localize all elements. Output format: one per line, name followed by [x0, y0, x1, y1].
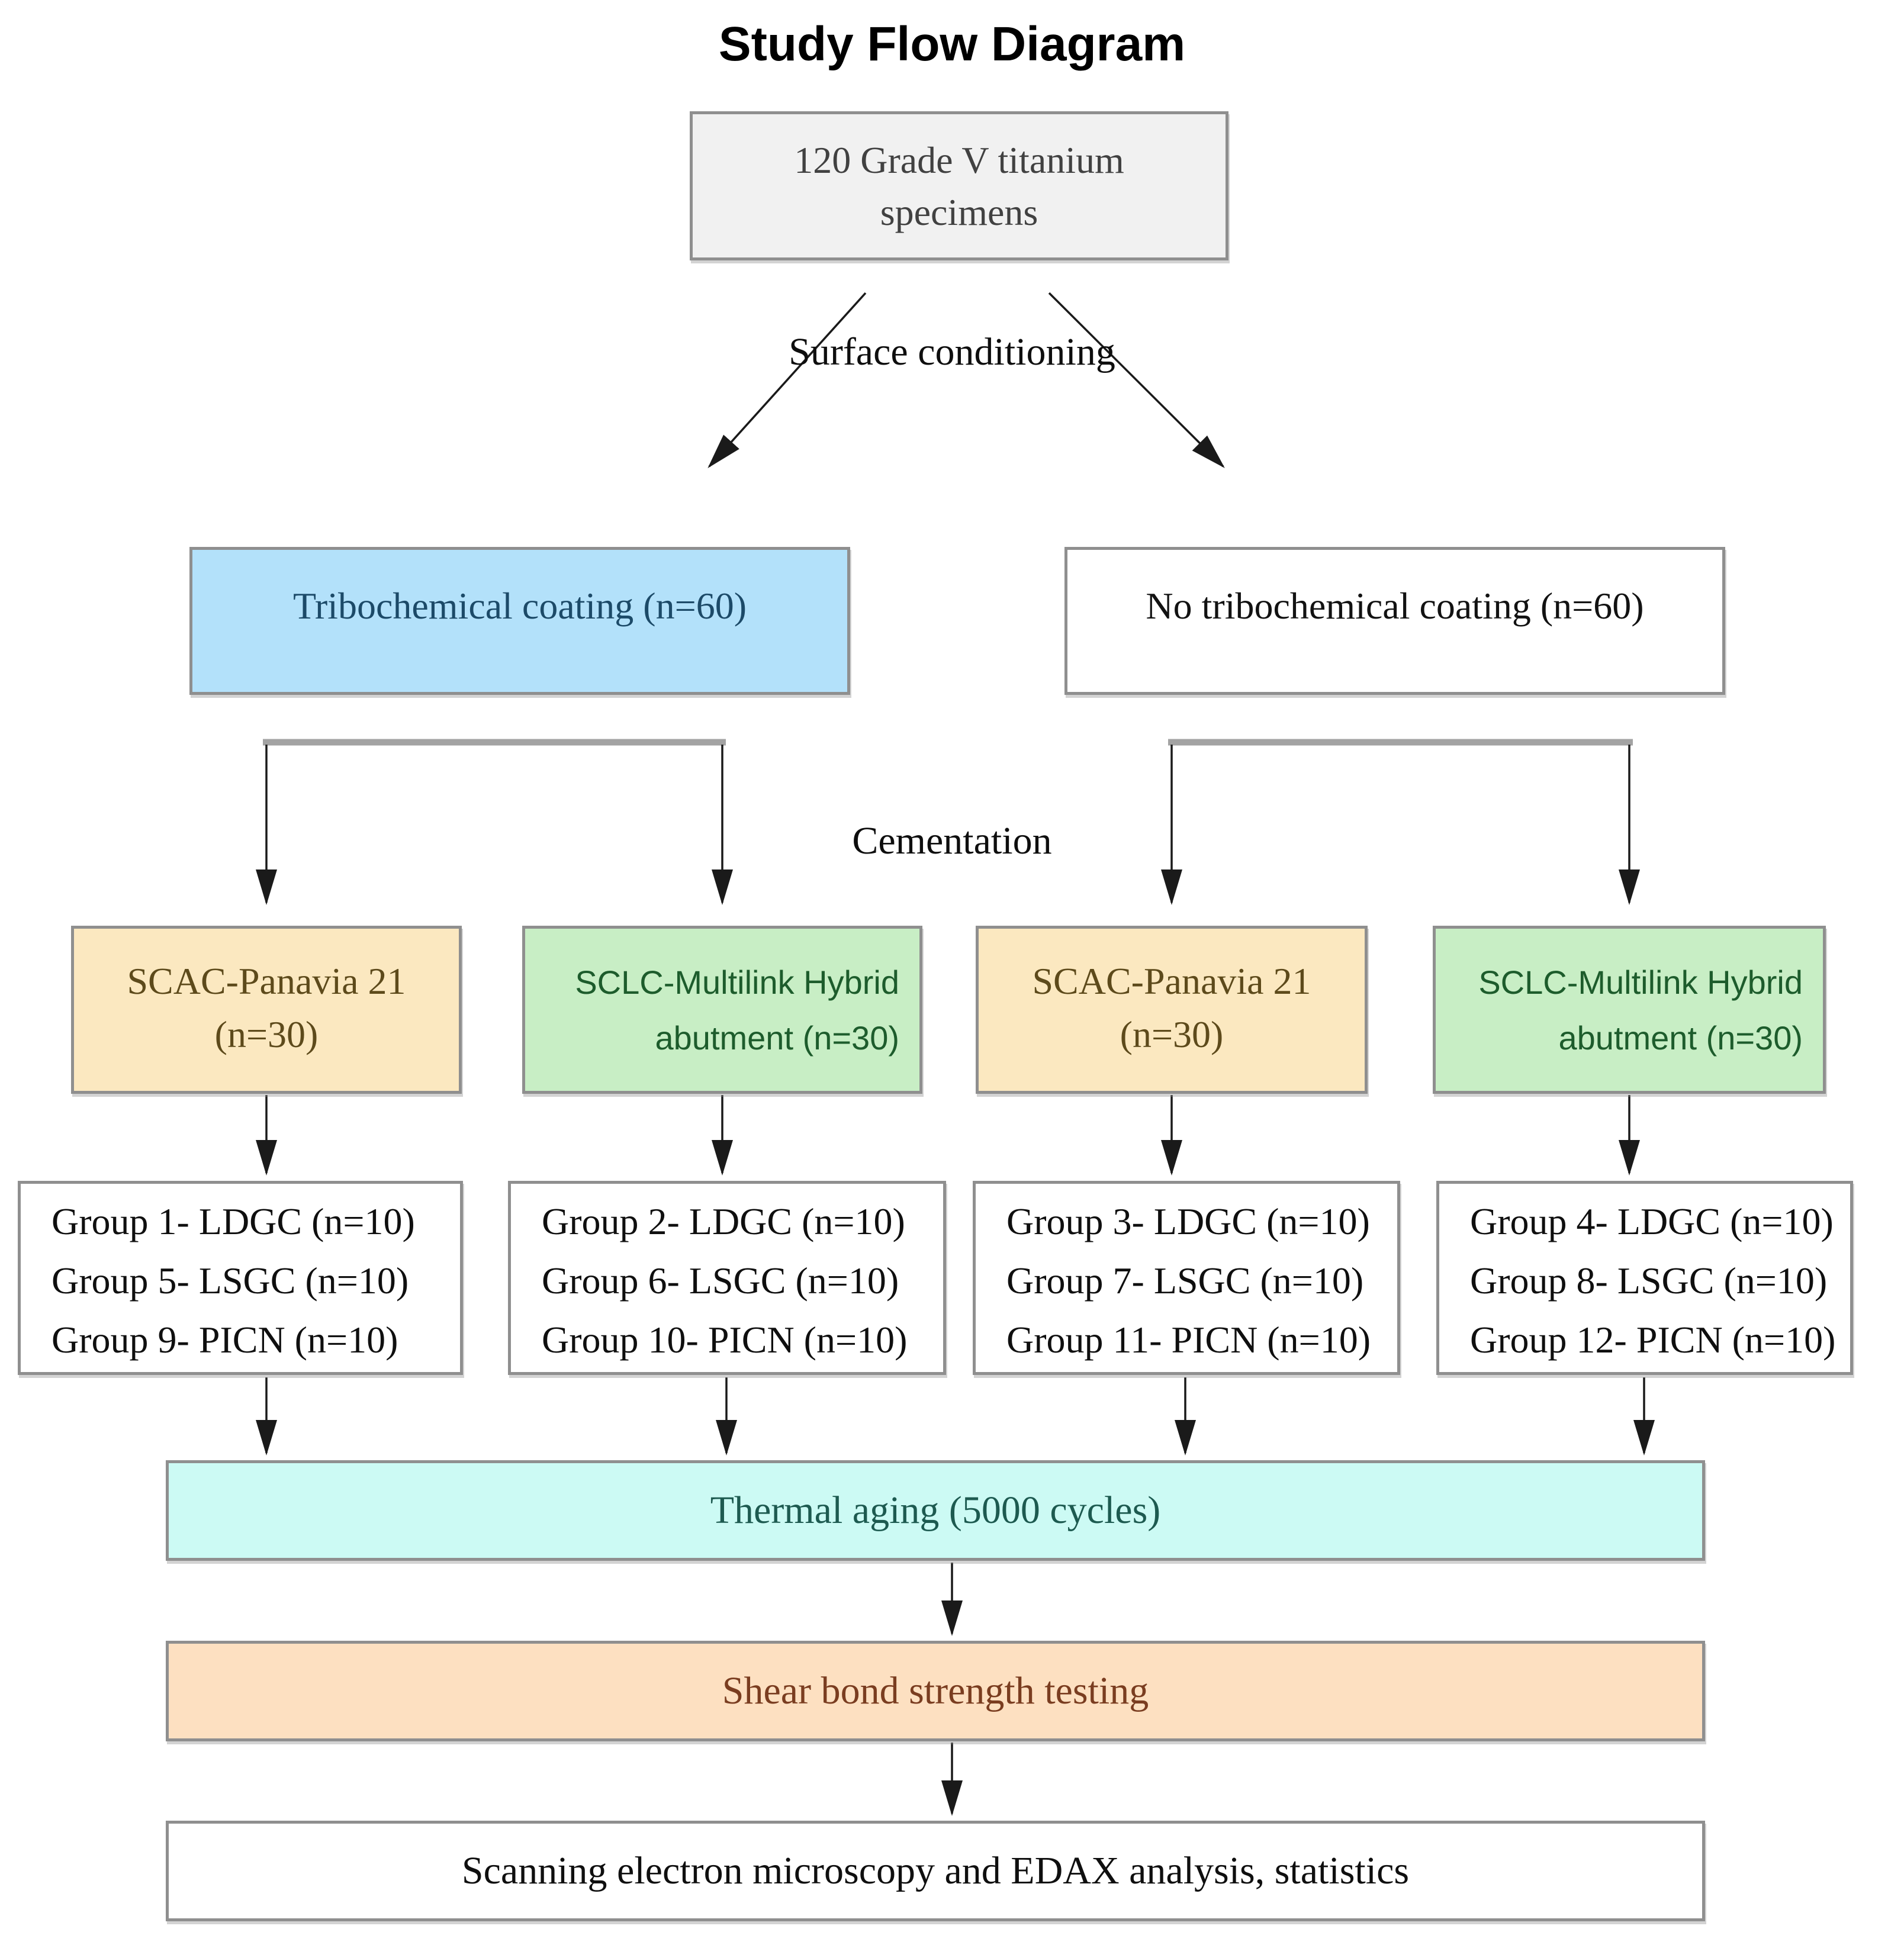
group-line: Group 7- LSGC (n=10) — [1006, 1260, 1364, 1302]
node-scac-right-line1: SCAC-Panavia 21 — [1032, 960, 1311, 1002]
node-sem-label: Scanning electron microscopy and EDAX an… — [461, 1849, 1410, 1892]
node-shear-bond-testing: Shear bond strength testing — [166, 1641, 1705, 1741]
node-shear-label: Shear bond strength testing — [722, 1669, 1149, 1712]
node-specimens: 120 Grade V titanium specimens — [690, 111, 1228, 260]
node-specimens-line2: specimens — [880, 191, 1038, 233]
group-line: Group 3- LDGC (n=10) — [1006, 1200, 1370, 1242]
node-specimens-line1: 120 Grade V titanium — [794, 139, 1124, 181]
node-no-tribochemical-coating: No tribochemical coating (n=60) — [1064, 547, 1725, 695]
group-line: Group 11- PICN (n=10) — [1006, 1319, 1371, 1361]
node-groups-1-5-9: Group 1- LDGC (n=10) Group 5- LSGC (n=10… — [18, 1181, 463, 1375]
group-line: Group 1- LDGC (n=10) — [52, 1200, 415, 1242]
label-surface-line1: Surface — [789, 330, 908, 373]
diagram-title: Study Flow Diagram — [718, 17, 1186, 71]
group-line: Group 10- PICN (n=10) — [542, 1319, 908, 1361]
group-line: Group 4- LDGC (n=10) — [1470, 1200, 1834, 1242]
node-sclc-right-line1: SCLC-Multilink Hybrid — [1478, 964, 1803, 1001]
node-thermal-label: Thermal aging (5000 cycles) — [710, 1489, 1161, 1532]
node-groups-3-7-11: Group 3- LDGC (n=10) Group 7- LSGC (n=10… — [973, 1181, 1400, 1375]
node-scac-panavia-right: SCAC-Panavia 21 (n=30) — [976, 926, 1368, 1094]
group-line: Group 12- PICN (n=10) — [1470, 1319, 1836, 1361]
node-groups-2-6-10: Group 2- LDGC (n=10) Group 6- LSGC (n=10… — [508, 1181, 946, 1375]
node-thermal-aging: Thermal aging (5000 cycles) — [166, 1460, 1705, 1561]
arrow-specimens-to-no-tribo — [1048, 292, 1225, 468]
node-scac-left-line1: SCAC-Panavia 21 — [127, 960, 406, 1002]
node-tribochemical-label: Tribochemical coating (n=60) — [293, 585, 747, 627]
group-line: Group 9- PICN (n=10) — [52, 1319, 398, 1361]
group-line: Group 6- LSGC (n=10) — [542, 1260, 899, 1302]
label-cementation: Cementation — [852, 819, 1052, 862]
node-scac-right-line2: (n=30) — [1120, 1013, 1224, 1055]
node-sclc-right-line2: abutment (n=30) — [1558, 1019, 1803, 1057]
label-surface-conditioning: Surface conditioning — [715, 327, 1189, 378]
label-surface-line2: conditioning — [918, 330, 1115, 373]
node-tribochemical-coating: Tribochemical coating (n=60) — [189, 547, 850, 695]
node-sem-edax-statistics: Scanning electron microscopy and EDAX an… — [166, 1821, 1705, 1921]
node-sclc-left-line2: abutment (n=30) — [655, 1019, 899, 1057]
group-line: Group 5- LSGC (n=10) — [52, 1260, 409, 1302]
node-sclc-left-line1: SCLC-Multilink Hybrid — [575, 964, 899, 1001]
node-scac-panavia-left: SCAC-Panavia 21 (n=30) — [71, 926, 462, 1094]
node-scac-left-line2: (n=30) — [214, 1013, 319, 1055]
arrow-specimens-to-tribo — [707, 292, 867, 468]
node-no-tribochemical-label: No tribochemical coating (n=60) — [1146, 585, 1644, 627]
node-sclc-multilink-left: SCLC-Multilink Hybrid abutment (n=30) — [522, 926, 922, 1094]
group-line: Group 2- LDGC (n=10) — [542, 1200, 905, 1242]
node-sclc-multilink-right: SCLC-Multilink Hybrid abutment (n=30) — [1433, 926, 1826, 1094]
group-line: Group 8- LSGC (n=10) — [1470, 1260, 1828, 1302]
node-groups-4-8-12: Group 4- LDGC (n=10) Group 8- LSGC (n=10… — [1436, 1181, 1853, 1375]
